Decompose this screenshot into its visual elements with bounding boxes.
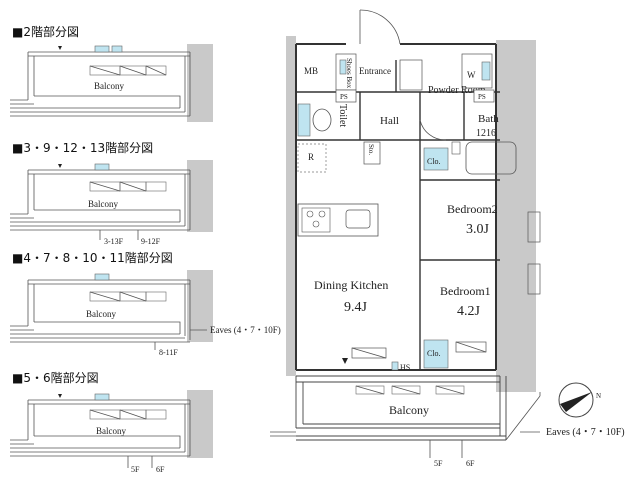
floor-mark: 6F <box>466 459 475 468</box>
ps-label: PS <box>340 93 348 101</box>
toilet-fixture <box>312 108 332 132</box>
compass-icon: N <box>558 382 601 418</box>
main-floor-plan: MB Shoes Box Entrance Powder Room W PS P… <box>270 9 625 468</box>
balcony-label: Balcony <box>389 403 429 417</box>
hall-label: Hall <box>380 115 399 127</box>
eaves-label: Eaves (4・7・10F) <box>210 325 281 335</box>
mb-label: MB <box>304 66 318 76</box>
partial-plan-3-9-12-13f: ■3・9・12・13階部分図 Balcony 3-13F 9-12F <box>10 140 213 246</box>
floor-mark: 6F <box>156 465 165 474</box>
kitchen-counter <box>297 203 379 237</box>
left-wall <box>286 36 296 376</box>
entrance-label: Entrance <box>359 66 391 76</box>
balcony-label: Balcony <box>86 309 116 319</box>
balcony-label: Balcony <box>96 426 126 436</box>
eaves-label: Eaves (4・7・10F) <box>546 427 625 438</box>
bedroom2-label: Bedroom2 <box>447 202 498 216</box>
dining-kitchen-size: 9.4J <box>344 300 368 315</box>
floor-mark: 5F <box>434 459 443 468</box>
washer-label: W <box>467 70 476 80</box>
closet-label: Clo. <box>427 157 441 166</box>
refrigerator-label: R <box>308 152 314 162</box>
bedroom2-size: 3.0J <box>466 222 490 237</box>
balcony-label: Balcony <box>94 81 124 91</box>
partial-plan-title: ■3・9・12・13階部分図 <box>12 140 153 155</box>
partial-plan-2f: ■2階部分図 Balcony <box>10 24 213 122</box>
floor-mark: 9-12F <box>141 237 161 246</box>
partial-plan-5-6f: ■5・6階部分図 Balcony 5F 6F <box>10 370 213 474</box>
toilet-label: Toilet <box>337 104 348 127</box>
bedroom1-size: 4.2J <box>457 304 481 319</box>
partial-plan-title: ■4・7・8・10・11階部分図 <box>12 250 173 265</box>
bath-size-label: 1216 <box>476 128 496 139</box>
partial-plan-title: ■2階部分図 <box>12 24 79 39</box>
floor-mark: 3-13F <box>104 237 124 246</box>
hs-label: HS <box>400 363 410 372</box>
dining-kitchen-label: Dining Kitchen <box>314 278 388 292</box>
powder-room-label: Powder Room <box>428 85 486 96</box>
bathtub <box>465 141 517 175</box>
right-column <box>496 40 536 392</box>
ps-label: PS <box>478 93 486 101</box>
floor-mark: 5F <box>131 465 140 474</box>
shoes-box-label: Shoes Box <box>345 58 353 89</box>
closet-label: Clo. <box>427 349 441 358</box>
bedroom1-label: Bedroom1 <box>440 284 491 298</box>
floor-mark: 8-11F <box>159 348 178 357</box>
partial-plan-4-7-8-10-11f: ■4・7・8・10・11階部分図 Balcony 8-11F Eaves (4・… <box>10 250 281 357</box>
partial-plan-title: ■5・6階部分図 <box>12 370 99 385</box>
storage-label: Sto. <box>367 144 375 155</box>
north-label: N <box>596 392 601 400</box>
balcony-label: Balcony <box>88 199 118 209</box>
bath-label: Bath <box>478 113 499 125</box>
